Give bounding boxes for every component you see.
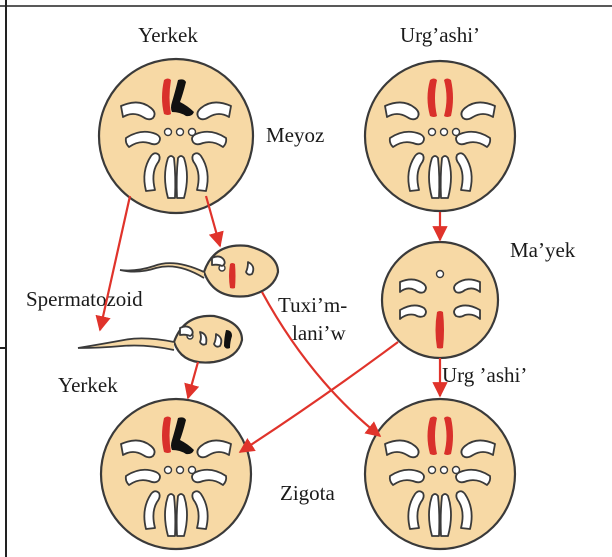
label-female-top: Urg’ashi’: [400, 23, 480, 47]
arrow-egg-to-male-zygote: [240, 342, 398, 452]
label-male-top: Yerkek: [138, 23, 198, 47]
female-parent-cell: [365, 61, 515, 211]
x-chromosome: [436, 311, 445, 349]
label-fertilization-2: lani’w: [292, 321, 346, 345]
label-zygote: Zigota: [280, 481, 335, 505]
zygote-male: [101, 399, 251, 549]
label-male-bottom: Yerkek: [58, 373, 118, 397]
label-meiosis: Meyoz: [266, 123, 324, 147]
sperm-cell-x: [120, 246, 278, 297]
label-sperm: Spermatozoid: [26, 287, 143, 311]
arrow-sperm-y-to-male-zygote: [188, 362, 198, 398]
label-fertilization-1: Tuxi’m-: [278, 293, 347, 317]
label-egg: Ma’yek: [510, 238, 576, 262]
label-female-bottom: Urg ’ashi’: [442, 363, 527, 387]
egg-cell: [382, 242, 498, 358]
zygote-female: [365, 399, 515, 549]
male-parent-cell: [99, 59, 253, 213]
